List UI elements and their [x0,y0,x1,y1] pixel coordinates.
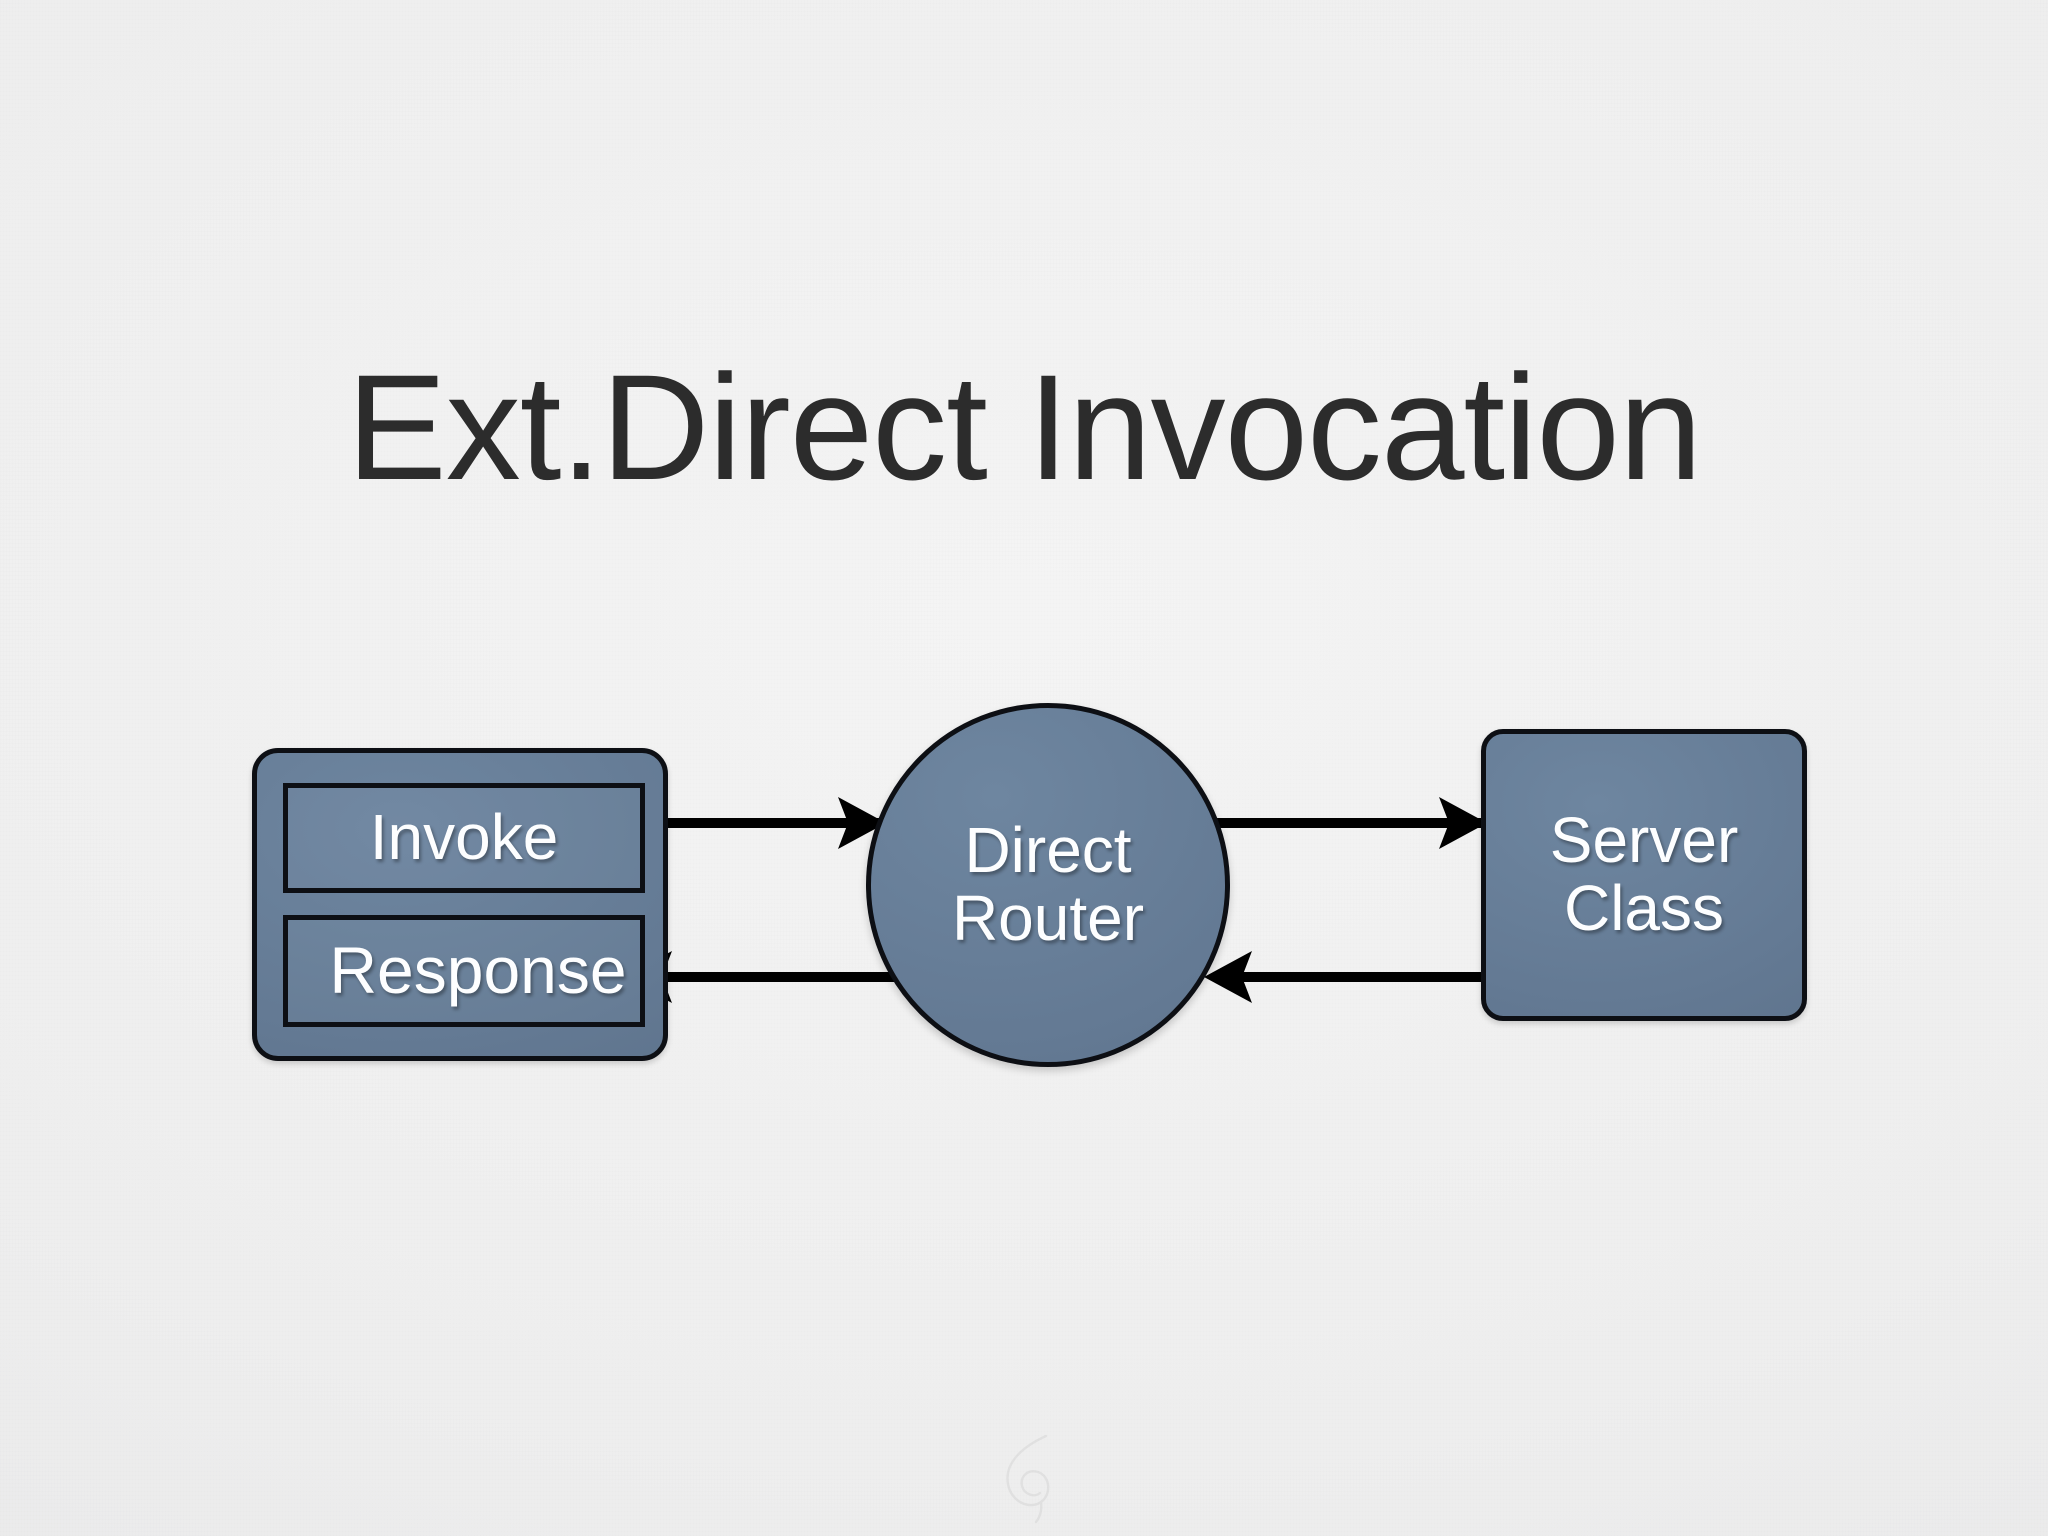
invoke-to-router-arrow [632,797,886,849]
direct-router-label: Direct Router [871,814,1225,954]
leaf-swirl-icon [1006,1434,1050,1524]
router-to-server-arrow [1214,797,1487,849]
client-container[interactable]: Invoke Response [252,748,668,1061]
server-class-label-line2: Class [1563,872,1725,944]
server-class-label: Server Class [1486,804,1802,944]
server-to-router-arrow [1204,951,1481,1003]
server-class-node[interactable]: Server Class [1481,729,1807,1021]
direct-router-label-line2: Router [951,882,1145,954]
response-slot-label: Response [329,933,627,1008]
response-slot[interactable]: Response [283,915,645,1027]
server-class-label-line1: Server [1549,804,1739,877]
page-title: Ext.Direct Invocation [346,343,1703,511]
invoke-slot[interactable]: Invoke [283,783,645,893]
direct-router-label-line1: Direct [964,814,1132,887]
direct-router-node[interactable]: Direct Router [866,703,1230,1067]
invoke-slot-label: Invoke [369,801,559,874]
